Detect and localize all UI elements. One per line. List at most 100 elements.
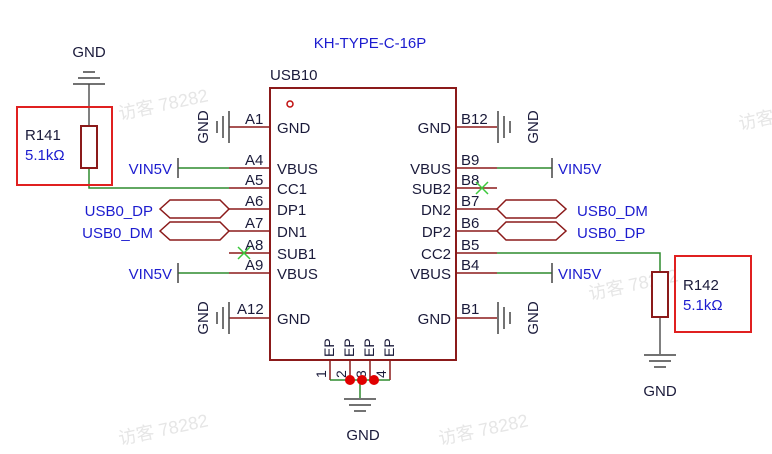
- no-connect-markers: [237, 181, 489, 260]
- pin-number: B7: [461, 193, 479, 210]
- usb-connector-body: [269, 87, 457, 361]
- pin-name: GND: [277, 311, 311, 328]
- pin-number: A7: [245, 215, 263, 232]
- part-name: KH-TYPE-C-16P: [314, 35, 427, 52]
- resistor-r141-body: [80, 125, 98, 169]
- wire-cc1-r141: [88, 168, 229, 189]
- pin-name: GND: [418, 311, 452, 328]
- port-flag-usb0-dm-right: [495, 199, 568, 219]
- left-pin-labels: A1 GND A4 VBUS A5 CC1 A6 DP1 A7 DN1 A8 S…: [237, 111, 318, 328]
- bottom-pin-stubs: [329, 360, 391, 380]
- pin-number: A8: [245, 237, 263, 254]
- pin-name: EP: [381, 338, 397, 357]
- port-flag-usb0-dm-left: [158, 221, 231, 241]
- right-pin-labels: B12 GND B9 VBUS B8 SUB2 B7 DN2 B6 DP2 B5…: [410, 111, 488, 328]
- port-flag-usb0-dp-right: [495, 221, 568, 241]
- net-label-vin5v: VIN5V: [558, 161, 601, 178]
- gnd-label: GND: [525, 110, 542, 144]
- pin-name: GND: [277, 120, 311, 137]
- port-flags-left: [158, 199, 231, 241]
- pin-number: A9: [245, 257, 263, 274]
- pin-number: B9: [461, 152, 479, 169]
- gnd-symbol-b1: [497, 302, 511, 334]
- resistor-value: 5.1kΩ: [25, 147, 65, 164]
- highlight-boxes: [16, 106, 752, 333]
- net-label-usb0-dm: USB0_DM: [82, 225, 153, 242]
- net-label-usb0-dp: USB0_DP: [85, 203, 153, 220]
- pin-number: A1: [245, 111, 263, 128]
- pin-name: VBUS: [410, 266, 451, 283]
- pin-name: DP2: [422, 224, 451, 241]
- gnd-label: GND: [525, 301, 542, 335]
- pin-name: CC2: [421, 246, 451, 263]
- bottom-pin-labels: EP EP EP EP 1 2 3 4: [313, 338, 397, 378]
- net-label-usb0-dp: USB0_DP: [577, 225, 645, 242]
- pin-name: VBUS: [277, 161, 318, 178]
- pin-number: 2: [333, 370, 349, 378]
- resistor-r142-body: [651, 271, 669, 318]
- pin-name: EP: [321, 338, 337, 357]
- gnd-label: GND: [195, 301, 212, 335]
- pin-number: 4: [373, 370, 389, 378]
- wire-cc2-r142: [497, 252, 661, 272]
- junction-dot: [369, 375, 379, 385]
- port-flags-right: [495, 199, 568, 241]
- pin-number: B12: [461, 111, 488, 128]
- port-flag-usb0-dp-left: [158, 199, 231, 219]
- pin-number: 3: [353, 370, 369, 378]
- net-label-vin5v: VIN5V: [558, 266, 601, 283]
- designator: USB10: [270, 67, 318, 84]
- pin-name: GND: [418, 120, 452, 137]
- gnd-label: GND: [346, 427, 380, 444]
- pin-name: DN2: [421, 202, 451, 219]
- gnd-symbol-a1: [216, 111, 230, 143]
- pin-number: A6: [245, 193, 263, 210]
- net-label-vin5v: VIN5V: [129, 266, 172, 283]
- pin1-marker: [286, 100, 294, 108]
- junction-dots: [345, 375, 379, 385]
- pin-name: DP1: [277, 202, 306, 219]
- pin-number: 1: [313, 370, 329, 378]
- watermark: 访客 78282: [437, 410, 530, 448]
- gnd-symbol-b12: [497, 111, 511, 143]
- pin-name: SUB2: [412, 181, 451, 198]
- pin-number: B4: [461, 257, 479, 274]
- pin-name: SUB1: [277, 246, 316, 263]
- pin-name: CC1: [277, 181, 307, 198]
- gnd-symbol-r142: [644, 354, 676, 368]
- gnd-symbol-r141: [73, 71, 105, 85]
- resistor-value: 5.1kΩ: [683, 297, 723, 314]
- junction-dot: [345, 375, 355, 385]
- resistor-ref: R142: [683, 277, 719, 294]
- watermark: 访客 78282: [737, 95, 772, 133]
- pin-number: B8: [461, 172, 479, 189]
- pin-number: A5: [245, 172, 263, 189]
- pin-name: VBUS: [277, 266, 318, 283]
- gnd-label: GND: [72, 44, 106, 61]
- junction-dot: [357, 375, 367, 385]
- pin-name: EP: [341, 338, 357, 357]
- resistors: [80, 125, 669, 318]
- vin-flags: [177, 158, 553, 283]
- gnd-wires: [88, 84, 661, 354]
- gnd-symbol-a12: [216, 302, 230, 334]
- highlight-box-r142: [674, 255, 752, 333]
- pin-number: A12: [237, 301, 264, 318]
- pin-number: B6: [461, 215, 479, 232]
- watermark: 访客 78282: [117, 410, 210, 448]
- wires: [88, 167, 661, 398]
- right-pin-stubs: [456, 126, 497, 319]
- resistor-ref: R141: [25, 127, 61, 144]
- left-pin-stubs: [229, 126, 270, 319]
- net-label-usb0-dm: USB0_DM: [577, 203, 648, 220]
- net-label-vin5v: VIN5V: [129, 161, 172, 178]
- pin-name: VBUS: [410, 161, 451, 178]
- pin-number: B1: [461, 301, 479, 318]
- gnd-label: GND: [195, 110, 212, 144]
- highlight-box-r141: [16, 106, 113, 186]
- pin-number: A4: [245, 152, 263, 169]
- pin-name: EP: [361, 338, 377, 357]
- gnd-label: GND: [643, 383, 677, 400]
